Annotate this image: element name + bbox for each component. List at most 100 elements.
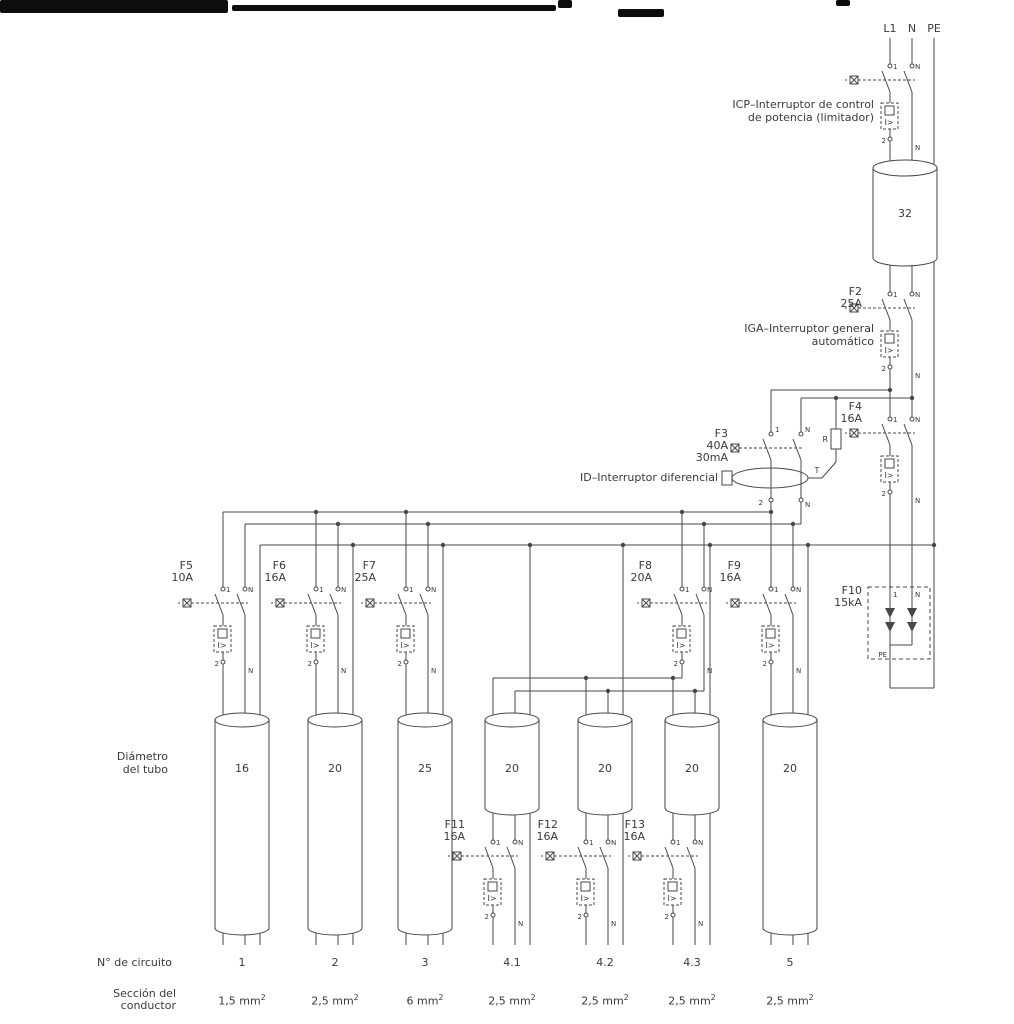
tube-diameter: 20	[783, 762, 797, 775]
terminal-label: N	[341, 667, 346, 675]
breaker-rating: 16A	[536, 830, 558, 843]
tube-diameter: 16	[235, 762, 249, 775]
breaker-name: F7	[363, 559, 376, 572]
tube-diameter: 20	[685, 762, 699, 775]
terminal-label: N	[248, 667, 253, 675]
conduit-tube-main	[872, 159, 938, 267]
breaker-f2-iga: F2 25A 1 N 2 N I>	[840, 285, 920, 381]
terminal-label: N	[341, 586, 346, 594]
trip-unit-label: I>	[400, 641, 409, 650]
breaker-rating: 25A	[354, 571, 376, 584]
terminal-label: 1	[676, 839, 680, 847]
breaker-f6: F6 16A 1 N 2 N I>	[264, 559, 346, 676]
conduit-tube-1	[214, 712, 270, 936]
terminal-label: N	[915, 372, 920, 380]
terminal-label: 1	[893, 63, 897, 71]
terminal-label: 1	[496, 839, 500, 847]
section-row-label-line2: conductor	[120, 999, 176, 1012]
supply-label-n: N	[908, 22, 916, 35]
main-tube-diameter: 32	[898, 207, 912, 220]
conductor-section: 2,5 mm2	[488, 993, 536, 1008]
terminal-label: N	[611, 839, 616, 847]
terminal-label: N	[611, 920, 616, 928]
conductor-section: 2,5 mm2	[311, 993, 359, 1008]
conductor-section: 2,5 mm2	[581, 993, 629, 1008]
terminal-label: 2	[882, 365, 886, 373]
circuit-number: 1	[238, 956, 246, 969]
breaker-f11: F11 16A 1 N 2 N I>	[443, 818, 523, 929]
terminal-label: 1	[775, 426, 779, 434]
breaker-icp: 1 N 2 N I>	[844, 63, 920, 153]
conductor-section: 2,5 mm2	[668, 993, 716, 1008]
circuit-number: 2	[331, 956, 339, 969]
trip-unit-label: I>	[765, 641, 774, 650]
circuit-number: 4.2	[596, 956, 614, 969]
surge-protector-f10: F10 15kA 1 N PE	[834, 584, 931, 660]
terminal-label: N	[248, 586, 253, 594]
conduit-tube-3	[397, 712, 453, 936]
terminal-label: N	[915, 291, 920, 299]
breaker-name: F5	[180, 559, 193, 572]
scan-artifact	[232, 5, 556, 11]
text-labels: L1 N PE ICP–Interruptor de control de po…	[117, 22, 941, 776]
trip-unit-label: I>	[884, 471, 893, 480]
terminal-label: N	[431, 667, 436, 675]
breaker-rating: 25A	[840, 297, 862, 310]
iga-description-line1: IGA–Interruptor general	[744, 322, 874, 335]
terminal-label: 2	[763, 660, 767, 668]
supply-label-l1: L1	[883, 22, 896, 35]
breaker-name: F12	[538, 818, 558, 831]
trip-unit-label: I>	[487, 894, 496, 903]
tube-diameter: 20	[328, 762, 342, 775]
terminal-label: 1	[409, 586, 413, 594]
breaker-f13: F13 16A 1 N 2 N I>	[623, 818, 703, 929]
icp-description-line2: de potencia (limitador)	[748, 111, 874, 124]
terminal-label: N	[431, 586, 436, 594]
section-row-label-line1: Sección del	[113, 987, 176, 1000]
tube-row-label-line2: del tubo	[123, 763, 169, 776]
conductor-section: 2,5 mm2	[766, 993, 814, 1008]
terminal-label: N	[915, 591, 920, 599]
scan-artifact	[836, 0, 850, 6]
scan-artifact	[558, 0, 572, 8]
breaker-rating: 40A	[706, 439, 728, 452]
terminal-label: 2	[578, 913, 582, 921]
breaker-name: F3	[715, 427, 728, 440]
terminal-label: N	[796, 586, 801, 594]
toroid-secondary	[721, 470, 733, 486]
circuit-number: 4.1	[503, 956, 521, 969]
terminal-label: 2	[215, 660, 219, 668]
conduit-tube-4-2	[577, 712, 633, 816]
id-description: ID–Interruptor diferencial	[580, 471, 718, 484]
breaker-f12: F12 16A 1 N 2 N I>	[536, 818, 616, 929]
terminal-label: PE	[878, 651, 887, 659]
terminal-label: 1	[774, 586, 778, 594]
trip-unit-label: I>	[310, 641, 319, 650]
junction-dots	[313, 387, 937, 694]
breaker-name: F9	[728, 559, 741, 572]
terminal-label: N	[698, 839, 703, 847]
terminal-label: N	[915, 416, 920, 424]
breaker-rating: 16A	[840, 412, 862, 425]
tube-diameter: 20	[598, 762, 612, 775]
supply-label-pe: PE	[927, 22, 941, 35]
breaker-name: F6	[273, 559, 286, 572]
breaker-name: F11	[445, 818, 465, 831]
conductor-section: 6 mm2	[406, 993, 444, 1008]
breaker-name: F10	[842, 584, 862, 597]
breaker-f8: F8 20A 1 N 2 N I>	[630, 559, 712, 676]
icp-description-line1: ICP–Interruptor de control	[732, 98, 874, 111]
terminal-label: N	[518, 839, 523, 847]
terminal-label: N	[805, 501, 810, 509]
breaker-rating: 16A	[623, 830, 645, 843]
circuit-row-label: N° de circuito	[97, 956, 172, 969]
terminal-label: 1	[589, 839, 593, 847]
trip-unit-label: I>	[884, 118, 893, 127]
conduit-tube-4-1	[484, 712, 540, 816]
breaker-rating: 16A	[264, 571, 286, 584]
iga-description-line2: automático	[812, 335, 875, 348]
breaker-sensitivity: 30mA	[696, 451, 729, 464]
breaker-rating: 16A	[443, 830, 465, 843]
breaker-name: F8	[639, 559, 652, 572]
